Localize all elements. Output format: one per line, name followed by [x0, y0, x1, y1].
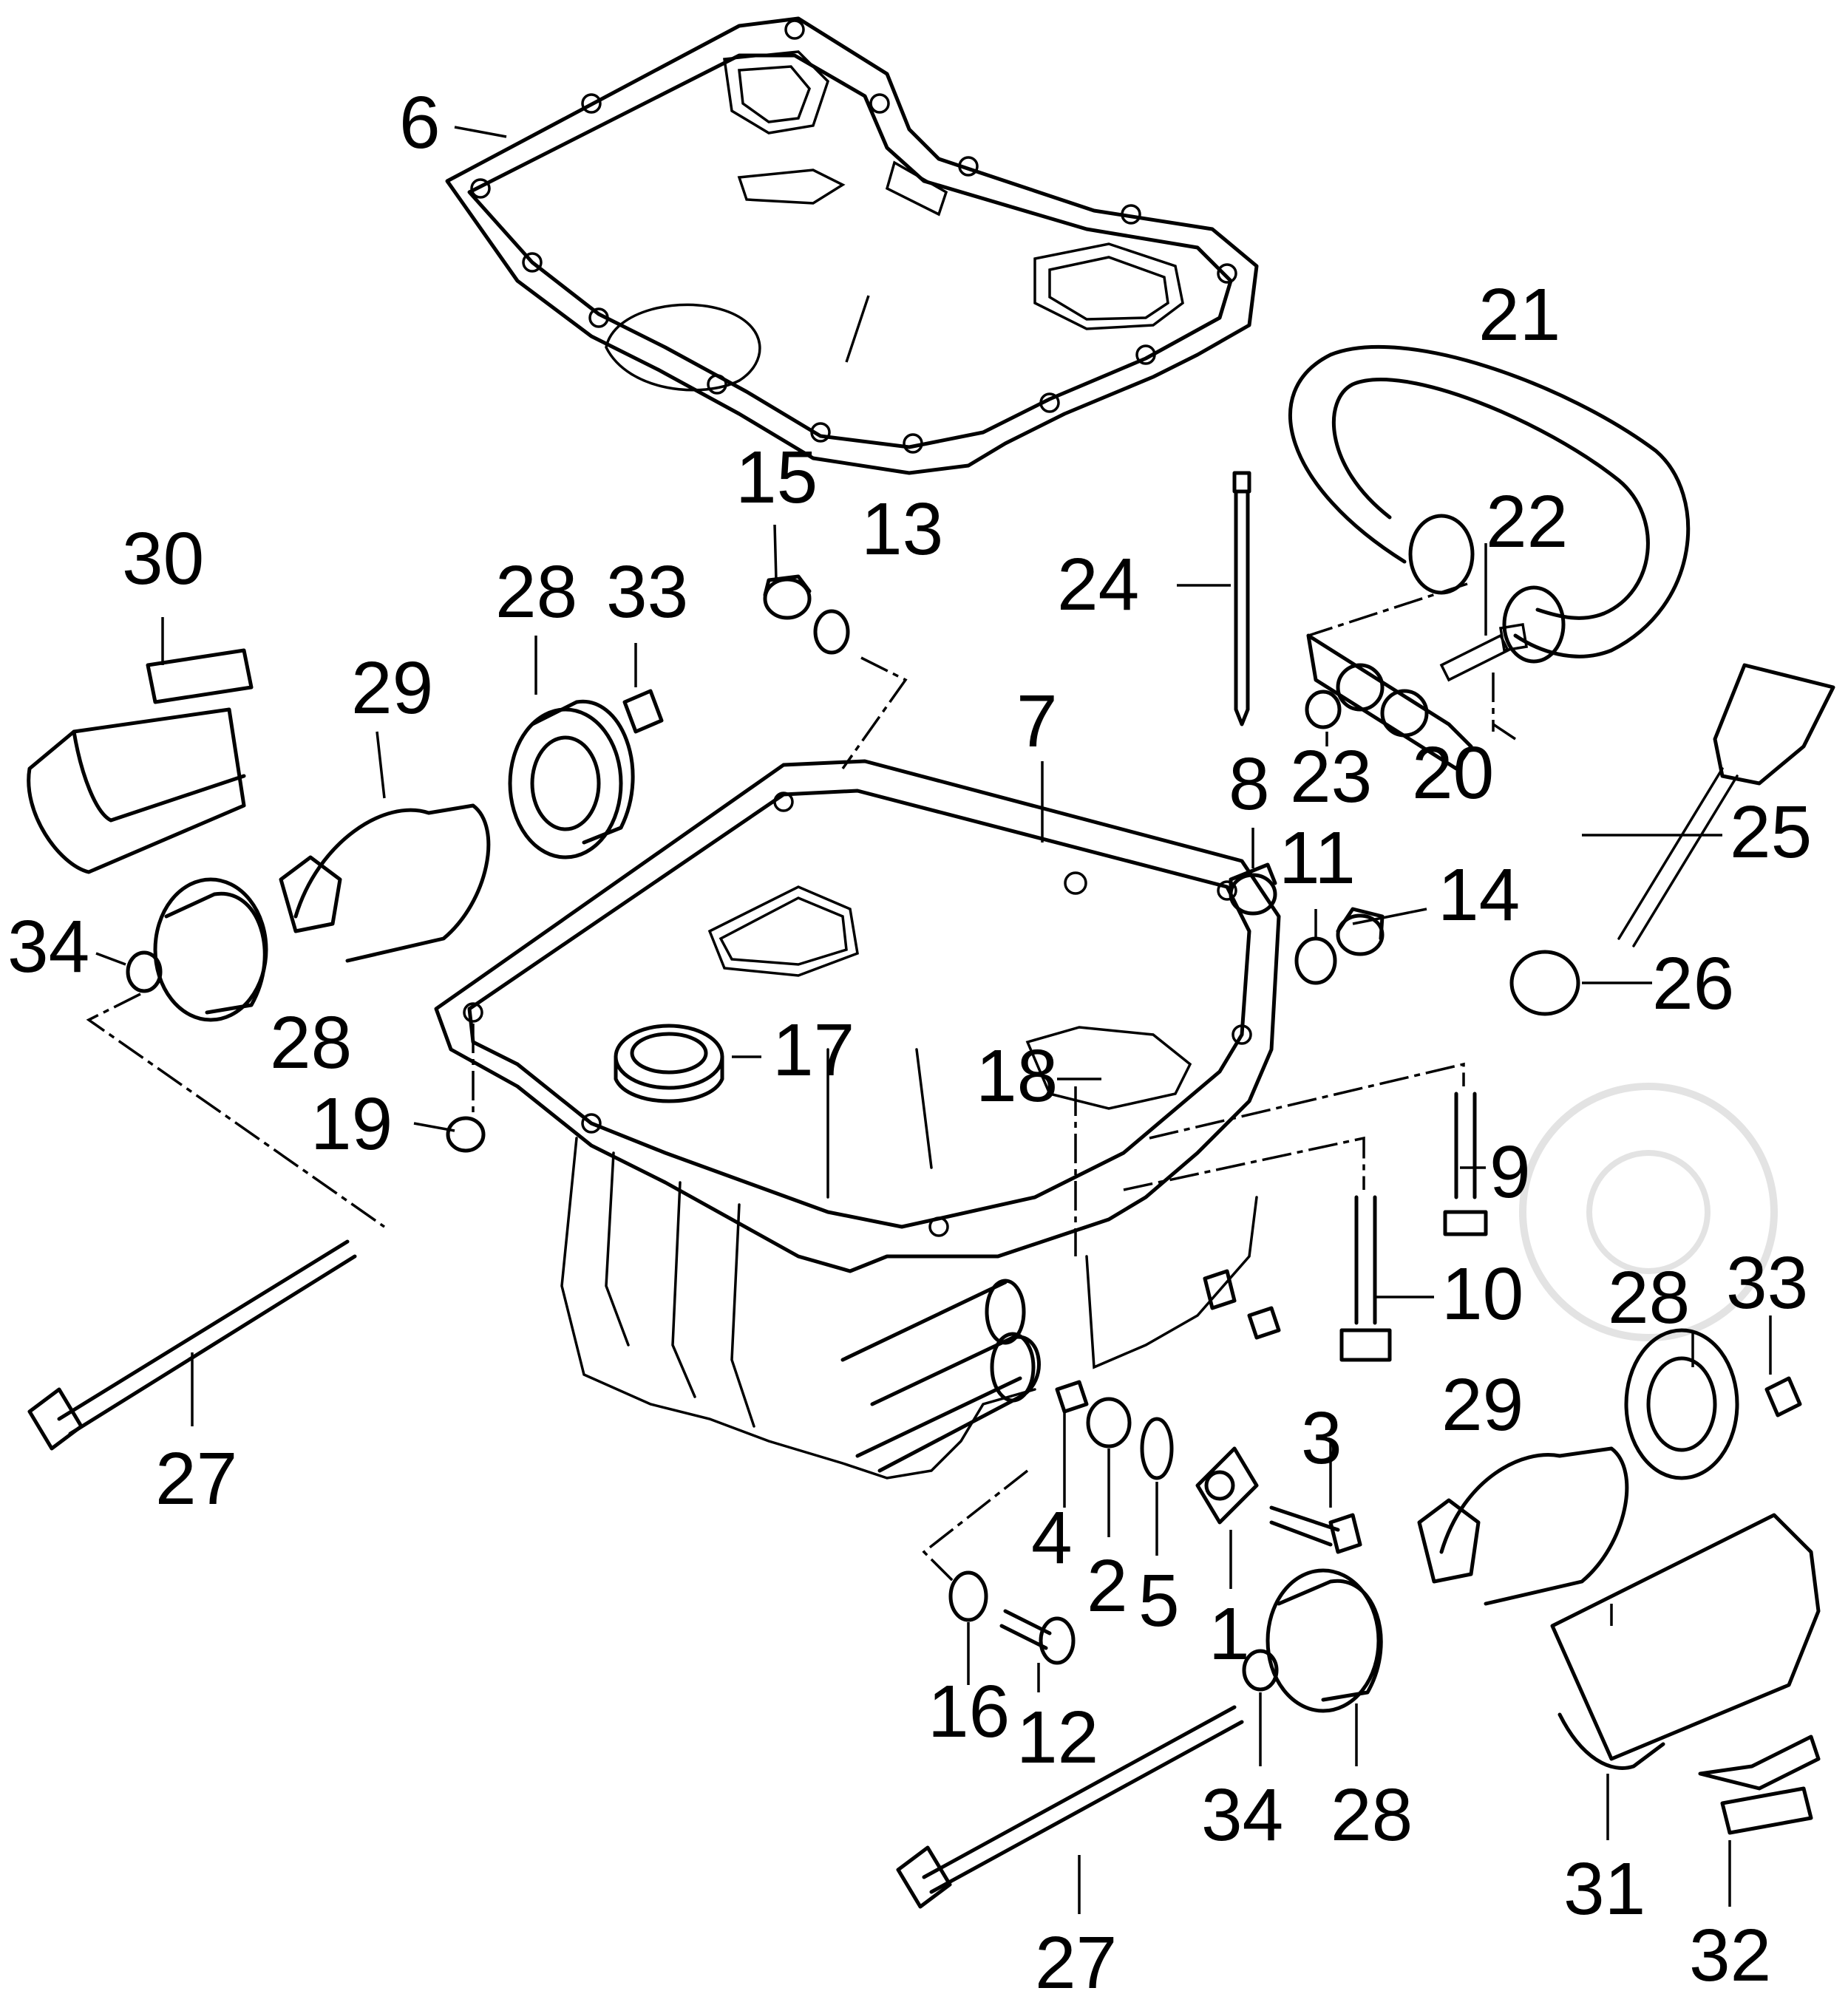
dipstick	[1617, 663, 1835, 947]
callout-26: 26	[1652, 942, 1734, 1025]
callout-22: 22	[1486, 480, 1568, 563]
callout-30: 30	[122, 517, 204, 600]
gasket-top	[445, 16, 1259, 475]
watermark	[1519, 1083, 1778, 1341]
mount-right	[1242, 1328, 1821, 1835]
callout-16: 16	[928, 1670, 1010, 1753]
breather-hose	[1288, 344, 1691, 664]
callout-34b: 34	[1201, 1774, 1283, 1856]
callout-28a: 28	[495, 551, 577, 633]
small-parts	[446, 1116, 1362, 1665]
leader-lines	[86, 126, 1772, 1914]
bolts-9-10	[1339, 1092, 1488, 1362]
mount-left	[27, 648, 664, 1022]
callout-20: 20	[1412, 732, 1494, 814]
callouts: 6 7 8 9 10 11 12 13 14 15 16 17 18 19 20…	[7, 81, 1812, 2004]
callout-33a: 33	[606, 551, 688, 633]
callout-34a: 34	[7, 905, 89, 988]
oil-pan	[434, 759, 1281, 1480]
callout-10: 10	[1441, 1253, 1523, 1335]
callout-33b: 33	[1726, 1242, 1808, 1324]
callout-15: 15	[736, 436, 818, 519]
breather-fitting	[1305, 622, 1529, 771]
callout-28d: 28	[1331, 1774, 1413, 1856]
callout-29b: 29	[1441, 1364, 1523, 1446]
callout-14: 14	[1438, 854, 1520, 936]
callout-19: 19	[310, 1083, 393, 1165]
callout-11: 11	[1279, 817, 1356, 899]
callout-23: 23	[1290, 735, 1372, 818]
cable-tie	[1232, 471, 1251, 726]
callout-24: 24	[1057, 543, 1139, 626]
callout-27b: 27	[1035, 1921, 1117, 2004]
callout-32: 32	[1689, 1914, 1771, 1997]
callout-1: 1	[1209, 1593, 1250, 1675]
callout-8: 8	[1229, 743, 1270, 826]
callout-28c: 28	[1608, 1256, 1690, 1339]
callout-29a: 29	[351, 647, 433, 729]
oil-seal-17	[614, 1024, 724, 1103]
callout-7: 7	[1016, 680, 1058, 763]
callout-25: 25	[1730, 791, 1812, 874]
callout-21: 21	[1478, 273, 1560, 356]
callout-12: 12	[1016, 1696, 1098, 1779]
callout-17: 17	[772, 1009, 855, 1092]
callout-31: 31	[1563, 1848, 1645, 1930]
callout-4: 4	[1031, 1497, 1073, 1579]
callout-9: 9	[1489, 1131, 1531, 1213]
callout-27a: 27	[155, 1437, 237, 1520]
callout-13: 13	[861, 488, 943, 571]
long-bolt-27a	[27, 1239, 357, 1451]
callout-6: 6	[399, 81, 441, 164]
callout-3: 3	[1301, 1397, 1342, 1480]
dipstick-o-ring	[1509, 950, 1580, 1016]
long-bolt-27b	[896, 1705, 1244, 1909]
callout-5: 5	[1138, 1559, 1180, 1642]
callout-2: 2	[1087, 1545, 1128, 1627]
callout-18: 18	[976, 1035, 1058, 1117]
callout-28b: 28	[270, 1001, 352, 1084]
